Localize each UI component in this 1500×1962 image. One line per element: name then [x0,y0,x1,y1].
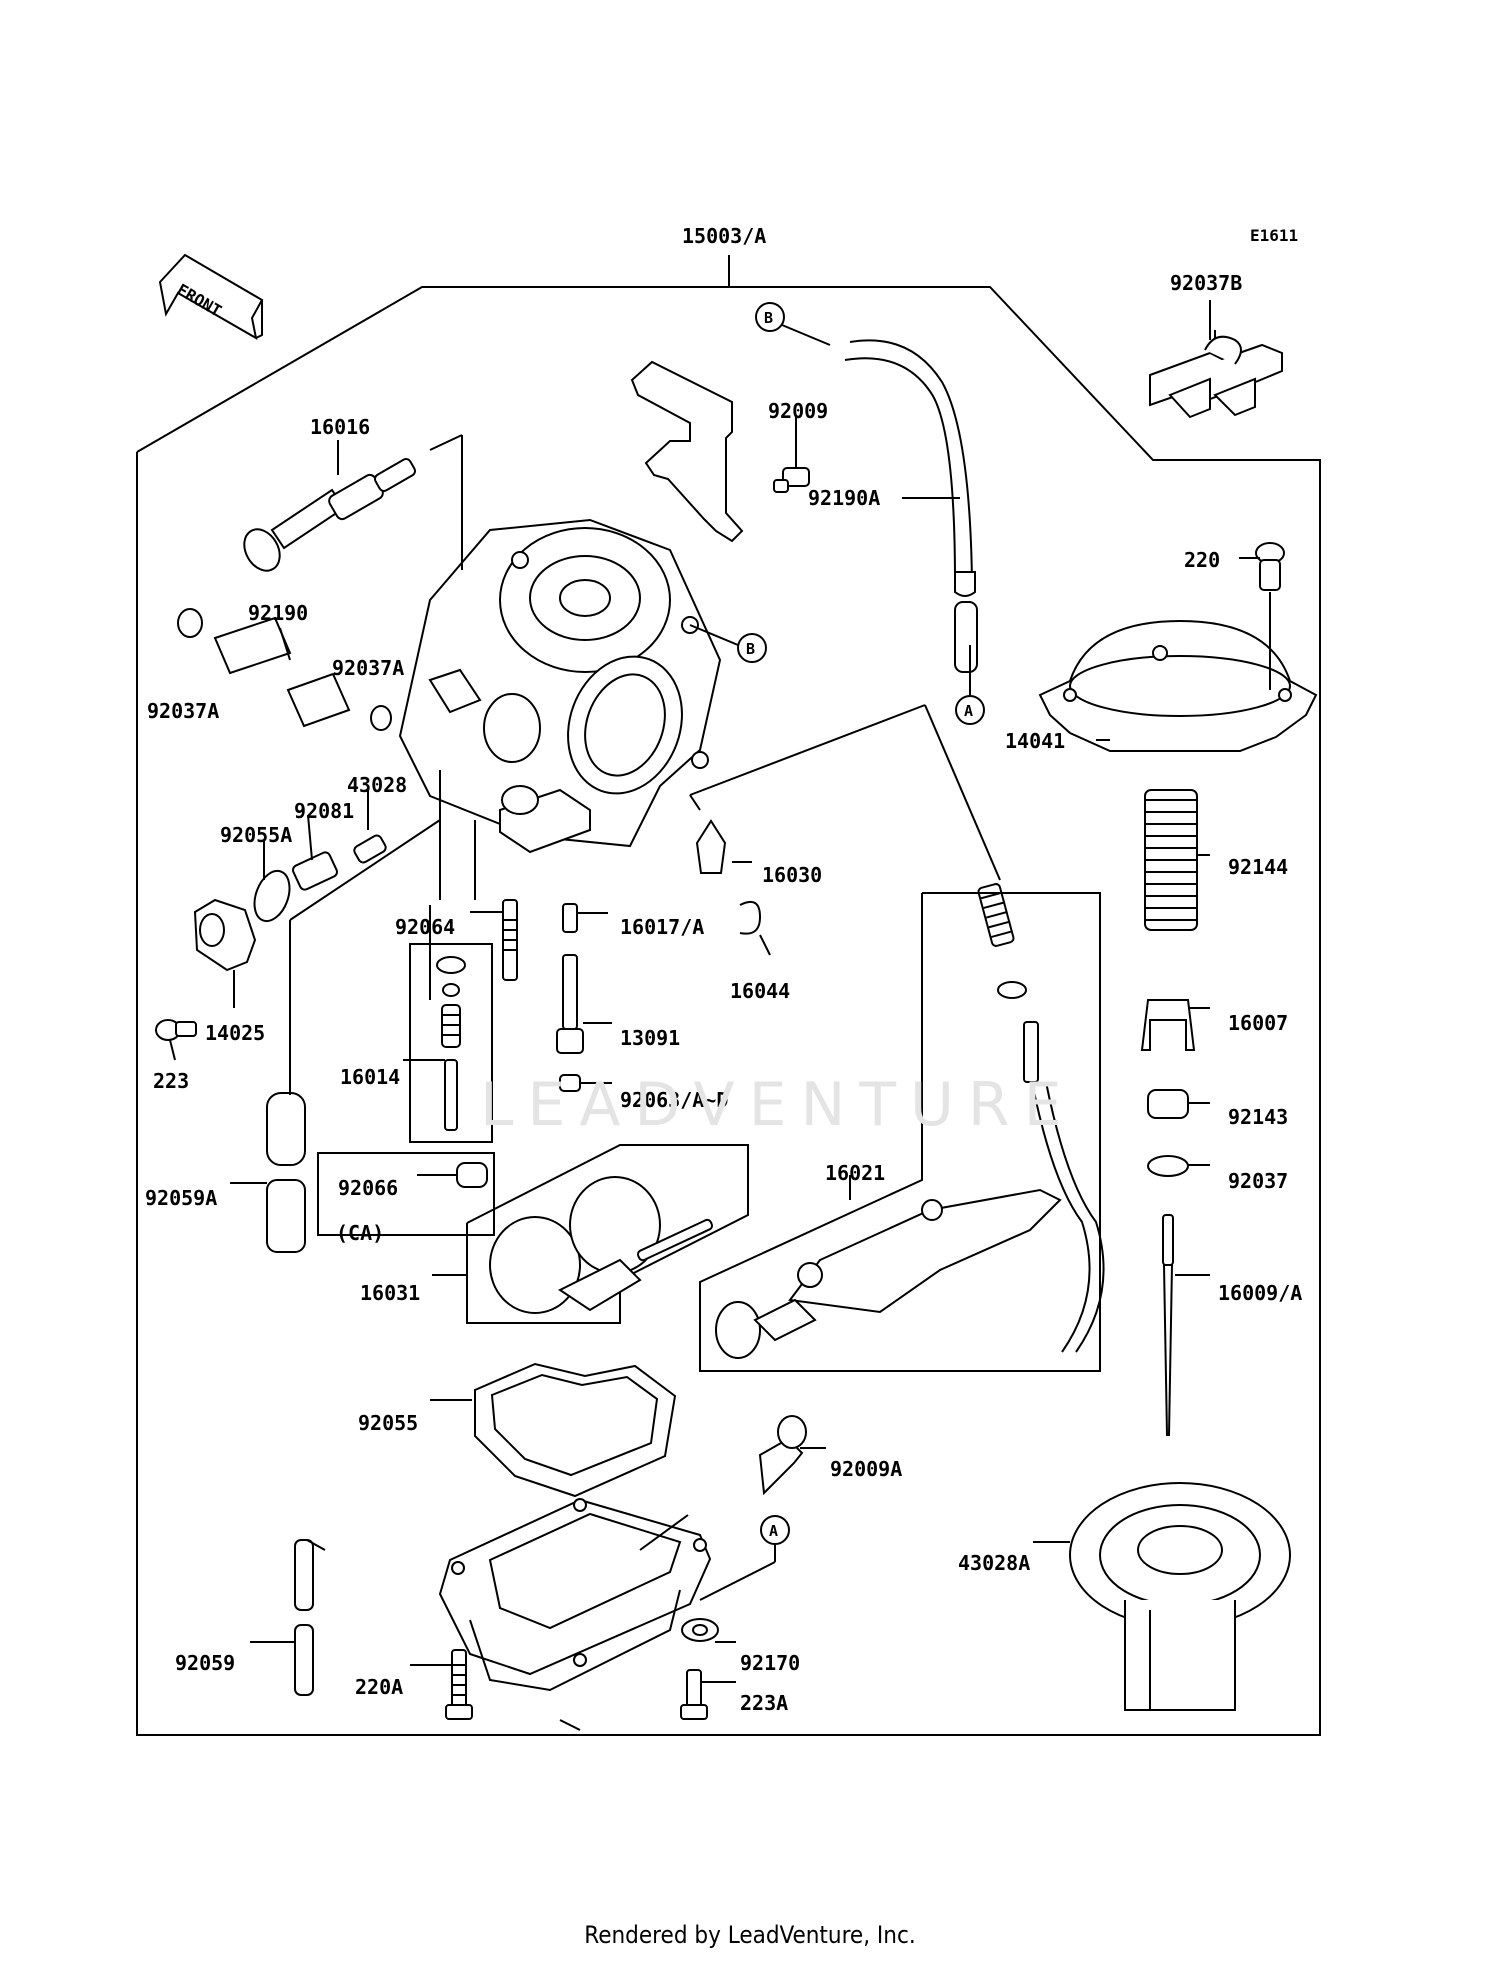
part-43028a-diaphragm [1069,1482,1291,1711]
label-92037: 92037 [1228,1169,1288,1193]
part-cable-spring [977,883,1105,1353]
part-14041-top-cap [1038,619,1318,752]
part-92081-spring [292,851,338,891]
carburetor-body [398,518,722,854]
part-92190a-hose [844,339,978,673]
part-92066-plug [456,1162,488,1188]
label-16017a: 16017/A [620,915,704,939]
part-92037-clip [1147,1155,1189,1177]
part-92037b-clamp [1149,330,1283,419]
part-92055a-oring [253,869,291,923]
label-16021: 16021 [825,1161,885,1185]
box-16021 [699,892,1101,1372]
part-16009-needle [1162,1214,1174,1436]
part-92009-screw [773,440,810,493]
part-220a-screw [445,1649,473,1720]
diagram-code: E1611 [1250,226,1298,245]
part-13091-main-jet-holder [556,954,584,1054]
part-92059a-hose [266,1092,306,1253]
label-16007: 16007 [1228,1011,1288,1035]
label-92190: 92190 [248,601,308,625]
assembly-outline [136,286,1321,1736]
part-223a-screw [680,1669,708,1720]
footer-credit: Rendered by LeadVenture, Inc. [584,1921,916,1949]
part-float-bowl [438,1498,712,1692]
part-16021-lever [715,1188,1062,1359]
label-92055: 92055 [358,1411,418,1435]
part-16031-float [489,1176,714,1314]
label-16044: 16044 [730,979,790,1003]
label-220: 220 [1184,548,1220,572]
label-92059a: 92059A [145,1186,217,1210]
box-16031 [466,1144,749,1324]
part-92009a-screw [758,1415,807,1496]
label-92037a-left: 92037A [147,699,219,723]
part-92144-spring [1144,789,1198,931]
part-43028-valve [353,834,387,864]
ref-circle-a-top: A [955,695,985,725]
part-220-screw [1255,542,1285,591]
label-92063: 92063/A~D [620,1088,728,1112]
label-16016: 16016 [310,415,370,439]
part-16017-needle-jet [562,903,578,933]
label-43028a: 43028A [958,1551,1030,1575]
label-92066: 92066 [338,1176,398,1200]
label-223: 223 [153,1069,189,1093]
part-92059-hose [294,1539,314,1696]
box-92066 [317,1152,495,1236]
label-92144: 92144 [1228,855,1288,879]
part-92170-clamp [681,1618,719,1642]
part-16016-plunger [243,446,416,572]
label-92055a: 92055A [220,823,292,847]
part-92064-pilot-screw [502,899,518,981]
label-220a: 220A [355,1675,403,1699]
label-223a: 223A [740,1691,788,1715]
svg-text:A: A [769,1522,778,1540]
part-bracket [630,360,744,543]
leader-lines [169,300,1271,1731]
part-16014-pilot-screw-set [436,956,466,1131]
ref-circle-b-body: B [737,633,767,663]
label-13091: 13091 [620,1026,680,1050]
part-92037a-clip-left [177,608,203,638]
ref-circle-a-bottom: A [760,1515,790,1545]
part-14025-cover [193,898,257,972]
label-16030: 16030 [762,863,822,887]
label-ca: (CA) [336,1221,384,1245]
part-92190-hose-pieces [213,616,351,728]
part-223-screw [155,1019,197,1041]
part-92143-spacer [1147,1089,1189,1119]
label-92037a-mid: 92037A [332,656,404,680]
svg-text:A: A [964,702,973,720]
svg-text:B: B [764,309,773,327]
watermark: LEADVENTURE [480,1070,1076,1140]
part-92055-gasket [474,1362,677,1498]
part-16030-float-valve [695,819,727,874]
label-43028: 43028 [347,773,407,797]
label-92037b: 92037B [1170,271,1242,295]
label-16031: 16031 [360,1281,420,1305]
label-92170: 92170 [740,1651,800,1675]
svg-text:B: B [746,640,755,658]
label-92081: 92081 [294,799,354,823]
part-92037a-clip-mid [370,705,392,731]
front-arrow-icon: FRONT [158,253,264,340]
label-92009: 92009 [768,399,828,423]
label-92009a: 92009A [830,1457,902,1481]
label-15003: 15003/A [682,224,766,248]
label-16014: 16014 [340,1065,400,1089]
label-92190a: 92190A [808,486,880,510]
part-16044-clip [739,901,762,935]
label-14025: 14025 [205,1021,265,1045]
part-16007-holder [1140,999,1196,1051]
label-92059: 92059 [175,1651,235,1675]
label-14041: 14041 [1005,729,1065,753]
box-16014 [409,943,493,1143]
label-92143: 92143 [1228,1105,1288,1129]
label-92064: 92064 [395,915,455,939]
label-16009a: 16009/A [1218,1281,1302,1305]
ref-circle-b-top: B [755,302,785,332]
